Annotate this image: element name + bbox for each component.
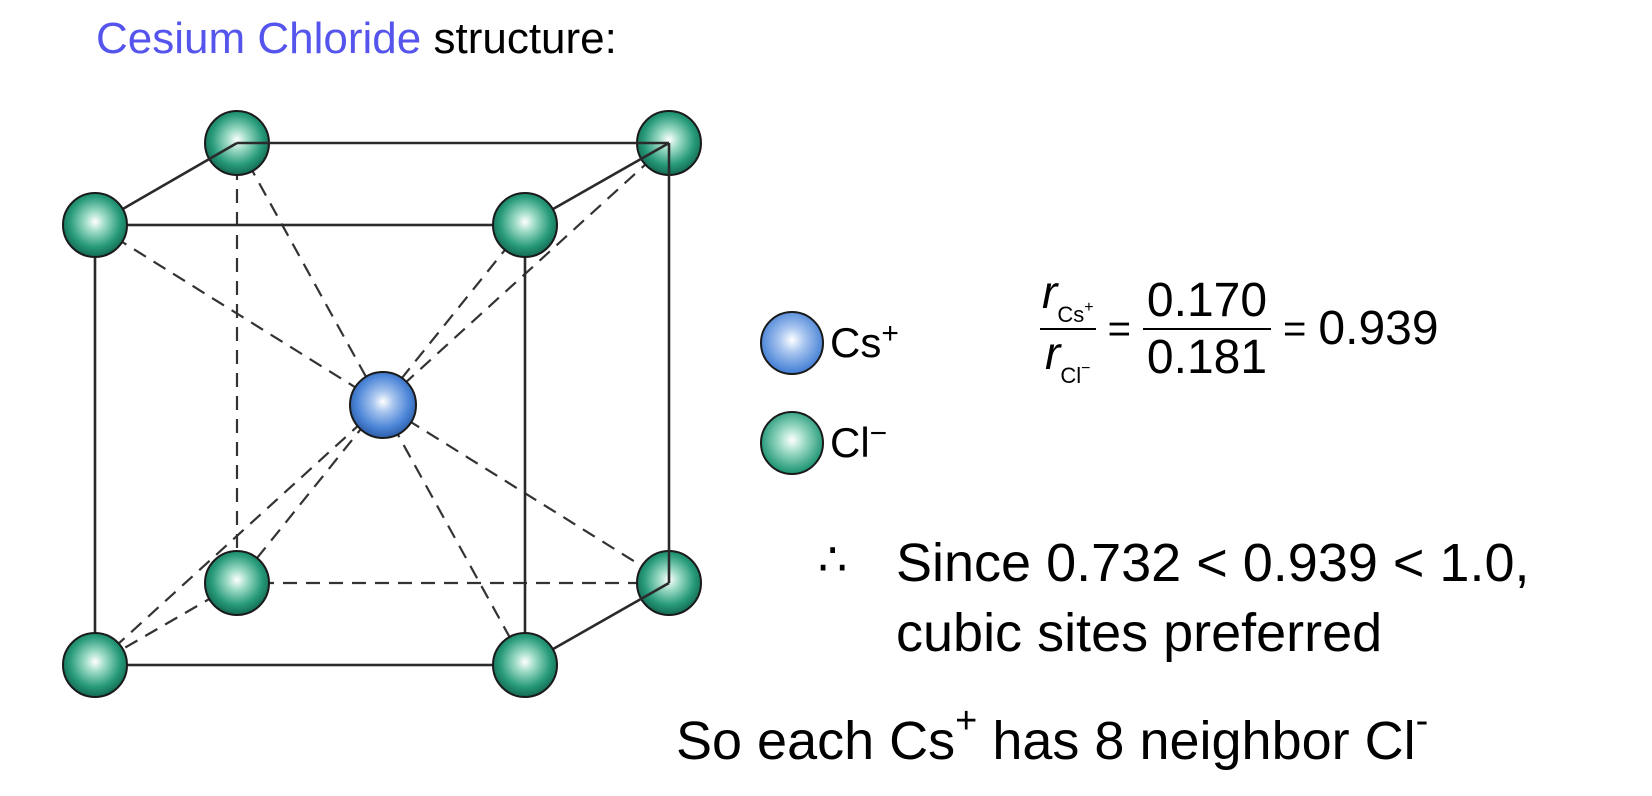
cs-ion-swatch [760,311,824,375]
reasoning-text: Since 0.732 < 0.939 < 1.0, cubic sites p… [896,528,1530,668]
conclusion-text: So each Cs+ has 8 neighbor Cl- [676,700,1429,771]
radius-ratio-fraction: rCs+ rCl− [1040,266,1096,388]
cl-ion-front-bottom-left [62,632,128,698]
equals-sign-2: = [1283,306,1307,351]
value-numerator: 0.170 [1146,273,1268,327]
legend-cl-label: Cl− [830,417,888,467]
reasoning-line-2: cubic sites preferred [896,603,1383,664]
cl-ion-front-top-right [492,192,558,258]
value-denominator: 0.181 [1146,331,1268,384]
therefore-symbol: ∴ [818,533,848,585]
legend-cs-label: Cs+ [830,317,899,367]
cl-ion-back-bottom-left [204,550,270,616]
legend-cs: Cs+ [760,311,899,375]
value-fraction: 0.170 0.181 [1142,273,1272,385]
cl-ion-front-bottom-right [492,632,558,698]
cl-ion-swatch [760,411,824,475]
cs-ion-center [349,371,417,439]
title-highlight: Cesium Chloride [96,14,422,63]
title-rest: structure: [433,14,617,63]
reasoning-line-1: Since 0.732 < 0.939 < 1.0, [896,533,1530,593]
cesium-chloride-unit-cell-diagram [62,110,702,698]
body-diagonals [94,142,670,666]
equals-sign: = [1107,306,1131,351]
cl-ion-front-top-left [62,192,128,258]
legend-cl: Cl− [760,411,887,475]
page-title: Cesium Chloride structure: [96,14,617,64]
ratio-result: 0.939 [1318,302,1439,356]
radius-ratio-formula: rCs+ rCl− = 0.170 0.181 = 0.939 [1040,264,1439,394]
